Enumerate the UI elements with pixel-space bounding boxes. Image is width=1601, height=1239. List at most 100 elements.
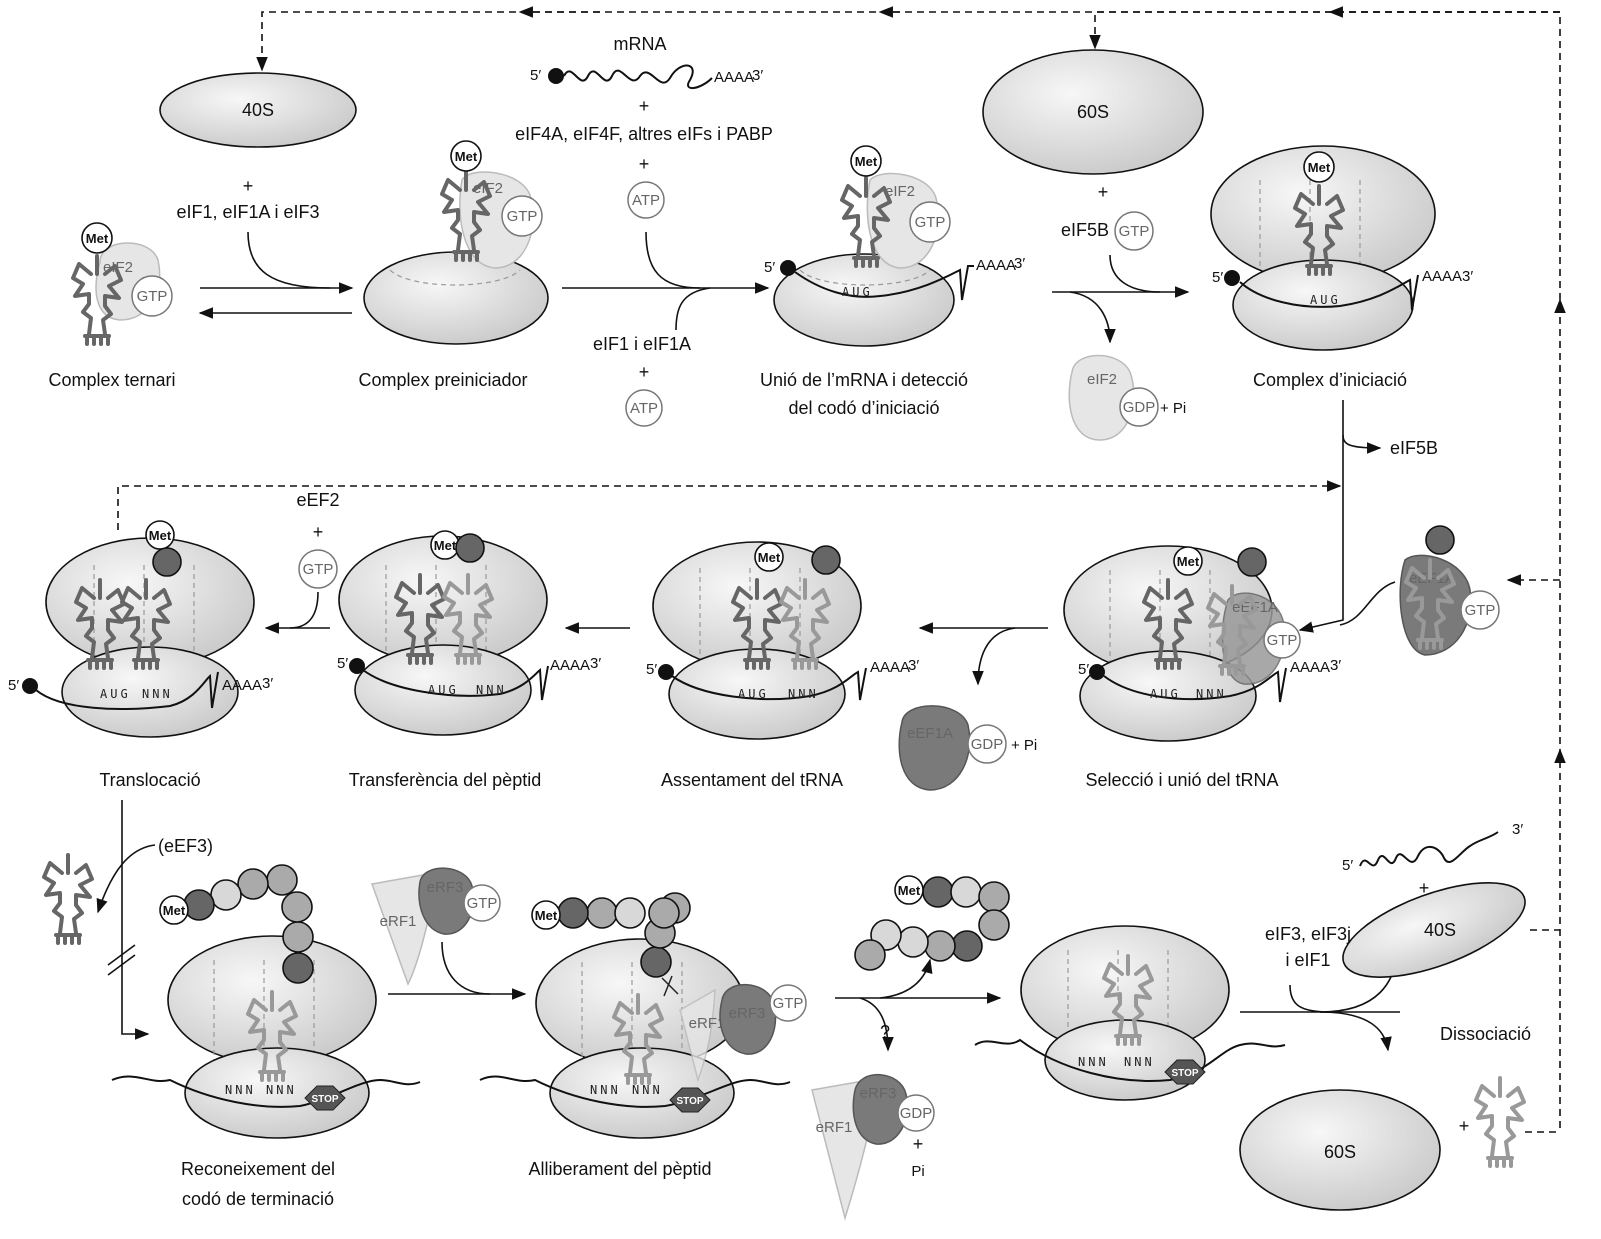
- stage-label-recog-2: codó de terminació: [182, 1189, 334, 1209]
- svg-text:3′: 3′: [1014, 255, 1025, 272]
- eif1-leave: [675, 287, 711, 331]
- to-termination-arrow: [121, 800, 150, 1040]
- svg-text:eEF1A: eEF1A: [907, 725, 953, 742]
- met-label-2: Met: [535, 908, 558, 923]
- svg-text:STOP: STOP: [1171, 1068, 1198, 1079]
- stage-label-translocation: Translocació: [99, 770, 200, 790]
- svg-text:Met: Met: [1308, 160, 1331, 175]
- free-60s-subunit: 60S: [982, 49, 1204, 175]
- svg-text:eIF2: eIF2: [885, 183, 915, 200]
- svg-text:NNN: NNN: [788, 687, 819, 701]
- svg-text:GDP: GDP: [1123, 399, 1156, 416]
- svg-text:GTP: GTP: [137, 288, 168, 305]
- svg-text:5′: 5′: [8, 677, 19, 694]
- selection-complex: 5′ AAAA 3′ AUG NNN Met eEF1A GTP: [1063, 545, 1341, 742]
- svg-text:GDP: GDP: [900, 1105, 933, 1122]
- stage-label-preinit: Complex preiniciador: [358, 370, 527, 390]
- question-mark: ?: [880, 1022, 890, 1042]
- svg-text:3′: 3′: [1462, 268, 1473, 285]
- initiation-complex: 5′ AAAA 3′ AUG Met: [1210, 145, 1473, 351]
- stage-label-recog-1: Reconeixement del: [181, 1159, 335, 1179]
- svg-text:AUG: AUG: [1150, 687, 1181, 701]
- svg-text:eRF1: eRF1: [689, 1015, 726, 1032]
- plus-sign-2: +: [639, 96, 650, 116]
- plus-sign-3: +: [639, 154, 650, 174]
- svg-text:ATP: ATP: [632, 192, 660, 209]
- erf1-erf3-incoming: eRF1 eRF3 GTP: [370, 867, 501, 986]
- svg-text:AAAA: AAAA: [1290, 659, 1330, 676]
- svg-text:mRNA: mRNA: [614, 34, 667, 54]
- met-residue-2: [531, 900, 561, 930]
- svg-text:Met: Met: [434, 538, 457, 553]
- plus-sign-6: +: [313, 522, 324, 542]
- svg-text:5′: 5′: [530, 67, 541, 84]
- svg-text:5′: 5′: [337, 655, 348, 672]
- peptide-release-complex: NNN NNN STOP eRF1 eRF3 GTP: [479, 938, 807, 1139]
- init-to-elongation-arrow: [1298, 435, 1344, 633]
- svg-text:+ Pi: + Pi: [1160, 400, 1186, 417]
- met-label-1: Met: [163, 903, 186, 918]
- atp-in: ATP: [627, 181, 665, 219]
- svg-text:40S: 40S: [1424, 920, 1456, 940]
- svg-text:NNN: NNN: [476, 683, 507, 697]
- svg-text:40S: 40S: [242, 100, 274, 120]
- stage-label-accommodation: Assentament del tRNA: [661, 770, 843, 790]
- stage-label-scan-1: Unió de l’mRNA i detecció: [760, 370, 968, 390]
- svg-text:NNN: NNN: [225, 1083, 256, 1097]
- eif2-gdp-released: eIF2 GDP + Pi: [1068, 354, 1186, 441]
- svg-text:AUG: AUG: [428, 683, 459, 697]
- svg-text:Met: Met: [149, 528, 172, 543]
- svg-text:ATP: ATP: [630, 400, 658, 417]
- stage-label-scan-2: del codó d’iniciació: [788, 398, 939, 418]
- svg-text:Met: Met: [855, 154, 878, 169]
- eif5b-label: eIF5B: [1061, 220, 1109, 240]
- released-60s-subunit: 60S: [1239, 1089, 1441, 1211]
- svg-text:3′: 3′: [590, 655, 601, 672]
- break-mark: [107, 944, 136, 976]
- svg-text:Met: Met: [758, 550, 781, 565]
- stage-label-selection: Selecció i unió del tRNA: [1085, 770, 1278, 790]
- plus-sign-5: +: [1098, 182, 1109, 202]
- scissors-icon: [661, 975, 679, 997]
- post-termination-complex: NNN NNN STOP: [974, 925, 1286, 1101]
- eef3-label: (eEF3): [158, 836, 213, 856]
- svg-text:AAAA: AAAA: [870, 659, 910, 676]
- svg-text:GTP: GTP: [507, 208, 538, 225]
- stage-label-release: Alliberament del pèptid: [528, 1159, 711, 1179]
- svg-text:5′: 5′: [646, 661, 657, 678]
- eef1a-ternary-complex: eEF1A GTP: [1399, 525, 1500, 656]
- erf-release-arrow: [859, 997, 894, 1052]
- svg-text:eRF3: eRF3: [860, 1085, 897, 1102]
- stage-label-ternary: Complex ternari: [48, 370, 175, 390]
- svg-text:NNN: NNN: [1124, 1055, 1155, 1069]
- svg-text:5′: 5′: [1078, 661, 1089, 678]
- stage-label-dissociation: Dissociació: [1440, 1024, 1531, 1044]
- recycling-label-1: eIF3, eIF3j: [1265, 924, 1351, 944]
- recycling-join: [1289, 984, 1331, 1013]
- eef3-trna-exit: [96, 844, 156, 914]
- svg-text:GDP: GDP: [971, 736, 1004, 753]
- svg-text:3′: 3′: [752, 67, 763, 84]
- svg-text:AUG: AUG: [738, 687, 769, 701]
- svg-text:STOP: STOP: [676, 1096, 703, 1107]
- svg-text:GTP: GTP: [773, 995, 804, 1012]
- released-peptide: Met: [854, 875, 1010, 971]
- svg-text:Met: Met: [898, 883, 921, 898]
- svg-text:AAAA: AAAA: [714, 69, 754, 86]
- plus-sign-4: +: [639, 362, 650, 382]
- scanning-complex: 5′ AAAA 3′ AUG eIF2 GTP Met: [764, 145, 1025, 347]
- svg-text:GTP: GTP: [303, 561, 334, 578]
- eif1-factors-label: eIF1 i eIF1A: [593, 334, 691, 354]
- svg-text:Met: Met: [1177, 554, 1200, 569]
- svg-text:NNN: NNN: [1196, 687, 1227, 701]
- svg-text:Pi: Pi: [911, 1163, 924, 1180]
- stage-label-init: Complex d’iniciació: [1253, 370, 1407, 390]
- released-trna: [1474, 1076, 1526, 1168]
- recycling-label-2: i eIF1: [1285, 950, 1330, 970]
- eef1a-release-arrow: [972, 627, 1016, 686]
- svg-text:eIF2: eIF2: [1087, 371, 1117, 388]
- eif4-factors-label: eIF4A, eIF4F, altres eIFs i PABP: [515, 124, 773, 144]
- to-60s-arrow: [1319, 1011, 1392, 1052]
- svg-text:AAAA: AAAA: [222, 677, 262, 694]
- termination-recognition-complex: NNN NNN STOP: [111, 935, 421, 1139]
